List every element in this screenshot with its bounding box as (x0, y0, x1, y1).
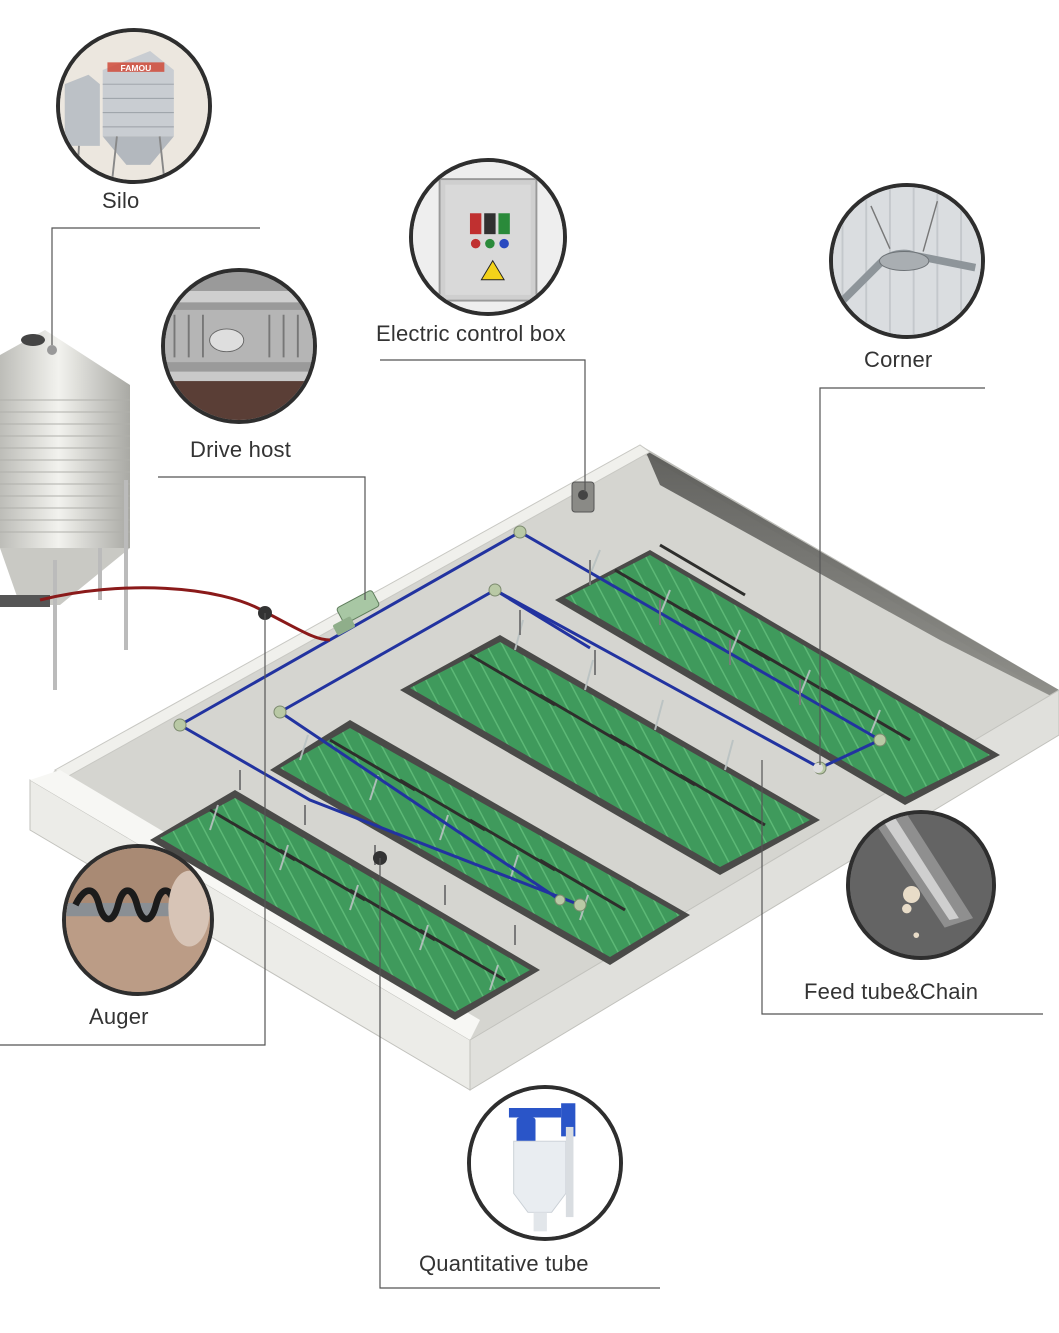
auger-label: Auger (89, 1004, 149, 1029)
silo-thumbnail: FAMOU (56, 28, 212, 184)
feed-tube-chain-thumbnail (846, 810, 996, 960)
callout-lines (0, 227, 1043, 1289)
auger-callout-line (0, 613, 266, 1046)
feed-tube-chain-label: Feed tube&Chain (804, 979, 979, 1004)
quantitative-tube-thumbnail (467, 1085, 623, 1241)
back-wall-shadow (645, 450, 1059, 700)
corner-label: Corner (864, 347, 933, 372)
quantitative-tube-label: Quantitative tube (419, 1251, 589, 1276)
pen-rows (150, 543, 1000, 1020)
drive-host-unit (333, 590, 380, 636)
auger-pipe (39, 586, 331, 642)
corner-thumbnail (829, 183, 985, 339)
control-box-callout-line (380, 359, 586, 492)
drive-host-label: Drive host (190, 437, 292, 462)
silo-brand-text: FAMOU (121, 63, 152, 73)
silo-structure (0, 330, 130, 690)
corner-callout-line (819, 387, 985, 765)
drive-host-callout-line (158, 476, 366, 600)
feed-pipe-network (179, 530, 881, 907)
auger-thumbnail (62, 844, 214, 996)
quantitative-tube-callout-line (379, 858, 660, 1289)
electric-control-box-label: Electric control box (376, 321, 566, 346)
silo-label: Silo (102, 188, 140, 213)
drive-host-thumbnail (161, 268, 317, 424)
silo-callout-line (51, 227, 260, 345)
electric-control-box-thumbnail (409, 158, 567, 316)
front-wall-left-face (30, 770, 480, 1040)
corner-fittings (173, 525, 887, 912)
feed-tube-callout-line (761, 760, 1043, 1015)
